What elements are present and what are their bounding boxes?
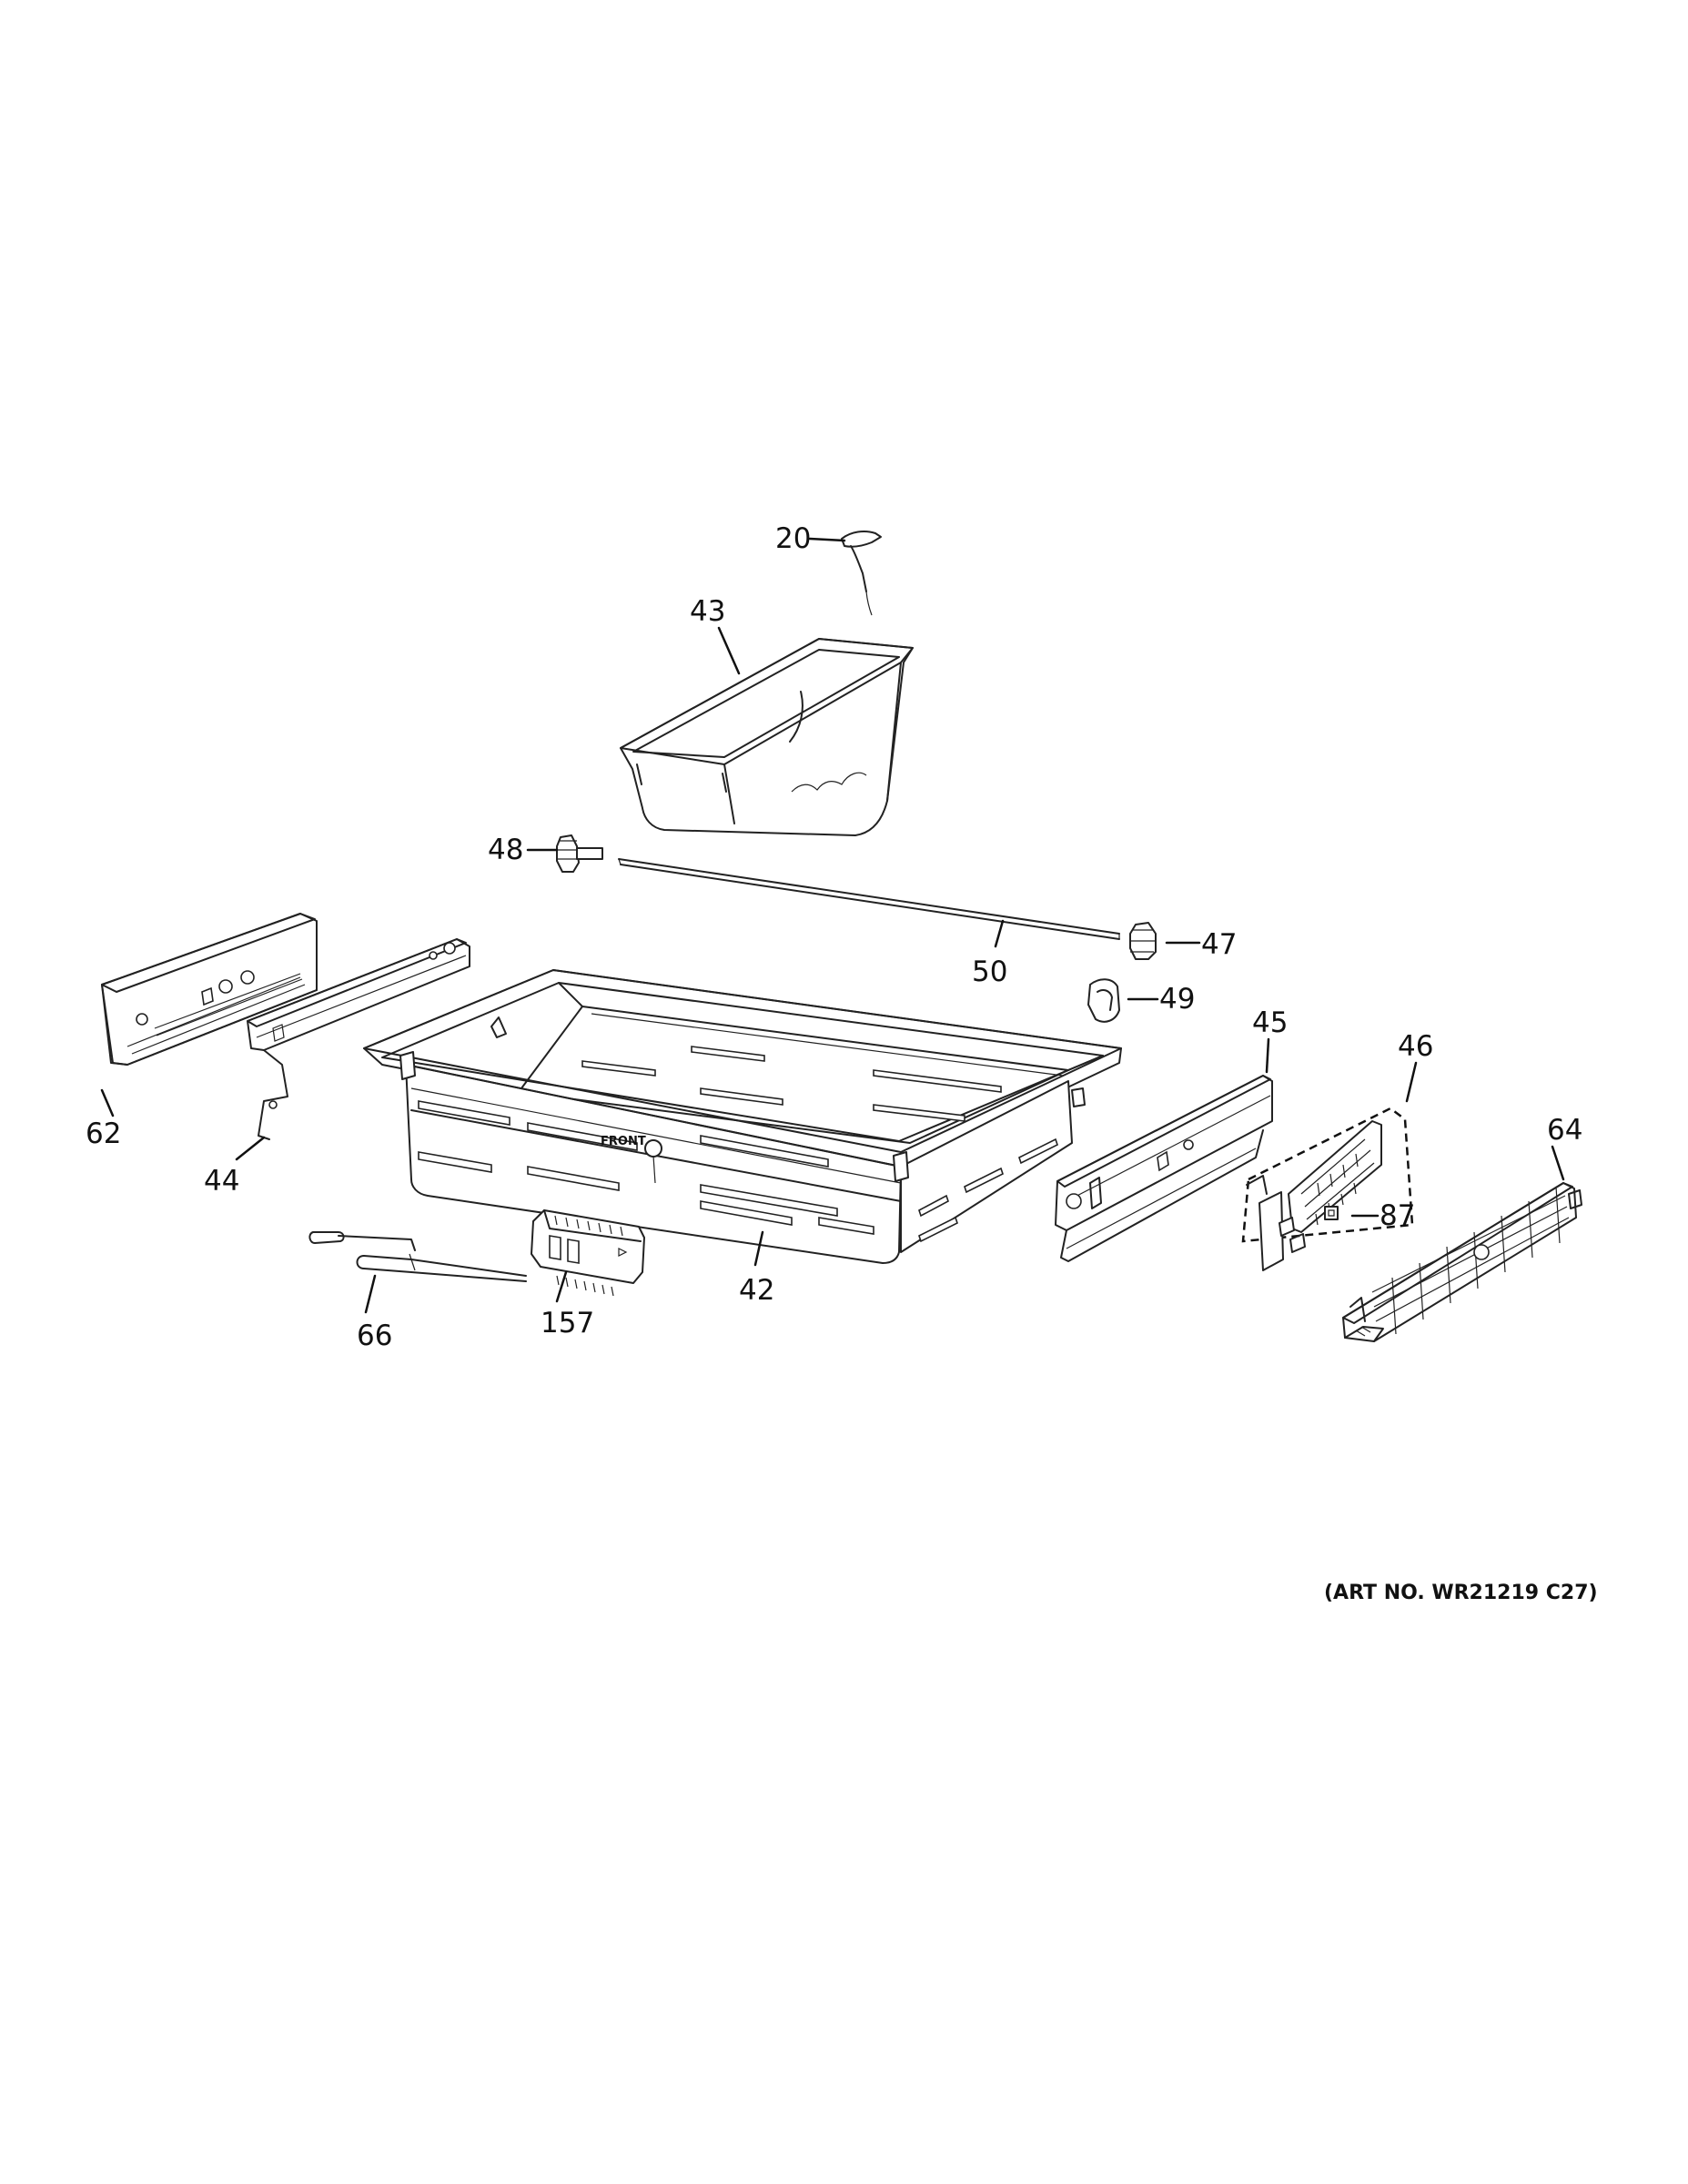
- part-48-gear: [556, 834, 603, 873]
- part-20-clip: [841, 531, 882, 616]
- part-87-clip: [1324, 1206, 1339, 1220]
- callout-44: 44: [204, 1165, 239, 1198]
- part-62-rail-cover: [101, 913, 318, 1066]
- part-50-shaft: [618, 858, 1120, 940]
- front-stamp: FRONT: [601, 1135, 646, 1148]
- part-157-control-board: [531, 1209, 645, 1297]
- part-44-slide-rail: [247, 938, 470, 1140]
- callout-87: 87: [1380, 1199, 1415, 1232]
- art-number: (ART NO. WR21219 C27): [1324, 1582, 1598, 1604]
- callout-20: 20: [775, 522, 811, 555]
- callout-43: 43: [690, 595, 725, 628]
- callout-66: 66: [357, 1320, 392, 1352]
- part-64-rail-cover: [1342, 1182, 1582, 1342]
- callout-62: 62: [86, 1117, 121, 1150]
- callout-48: 48: [488, 834, 523, 866]
- part-49-bracket: [1087, 978, 1120, 1023]
- part-42-drawer: FRONT: [363, 969, 1122, 1264]
- part-66-heater-wire: [308, 1231, 527, 1282]
- callout-45: 45: [1252, 1006, 1288, 1039]
- callout-47: 47: [1201, 928, 1237, 961]
- part-45-slide-rail: [1055, 1075, 1273, 1262]
- callout-157: 157: [541, 1307, 594, 1340]
- callout-46: 46: [1398, 1030, 1433, 1063]
- leader-lines: [100, 537, 1565, 1314]
- callout-49: 49: [1159, 983, 1195, 1016]
- callout-64: 64: [1547, 1114, 1582, 1147]
- part-43-ice-bin: [620, 638, 914, 836]
- callout-50: 50: [972, 956, 1007, 988]
- part-47-gear: [1129, 922, 1157, 960]
- callout-42: 42: [739, 1274, 774, 1307]
- part-46-assembly: [1241, 1107, 1414, 1271]
- callout-labels: 20 43 48 47 50 49 45 46 64 87 62 44 42 1…: [86, 522, 1582, 1352]
